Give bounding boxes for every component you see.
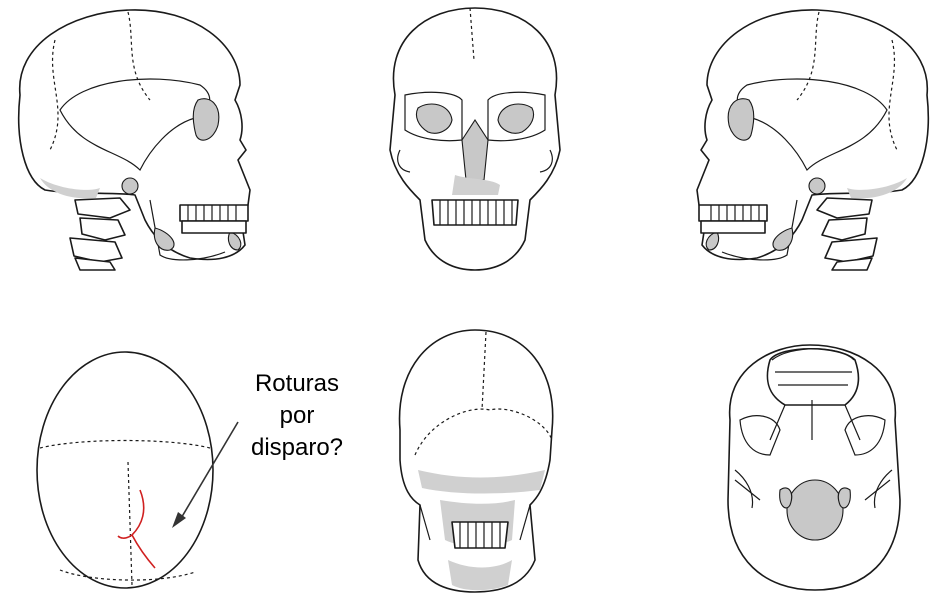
skull-superior-view xyxy=(37,352,213,588)
annotation-line-3: disparo? xyxy=(222,432,372,464)
annotation-line-2: por xyxy=(222,400,372,432)
skull-posterior-view xyxy=(400,330,553,592)
skull-inferior-view xyxy=(728,345,900,590)
skull-frontal-view xyxy=(390,8,560,270)
annotation-line-1: Roturas xyxy=(222,368,372,400)
skull-lateral-left-view xyxy=(19,10,250,270)
annotation-label: Roturas por disparo? xyxy=(222,368,372,464)
skull-lateral-right-view xyxy=(697,10,928,270)
